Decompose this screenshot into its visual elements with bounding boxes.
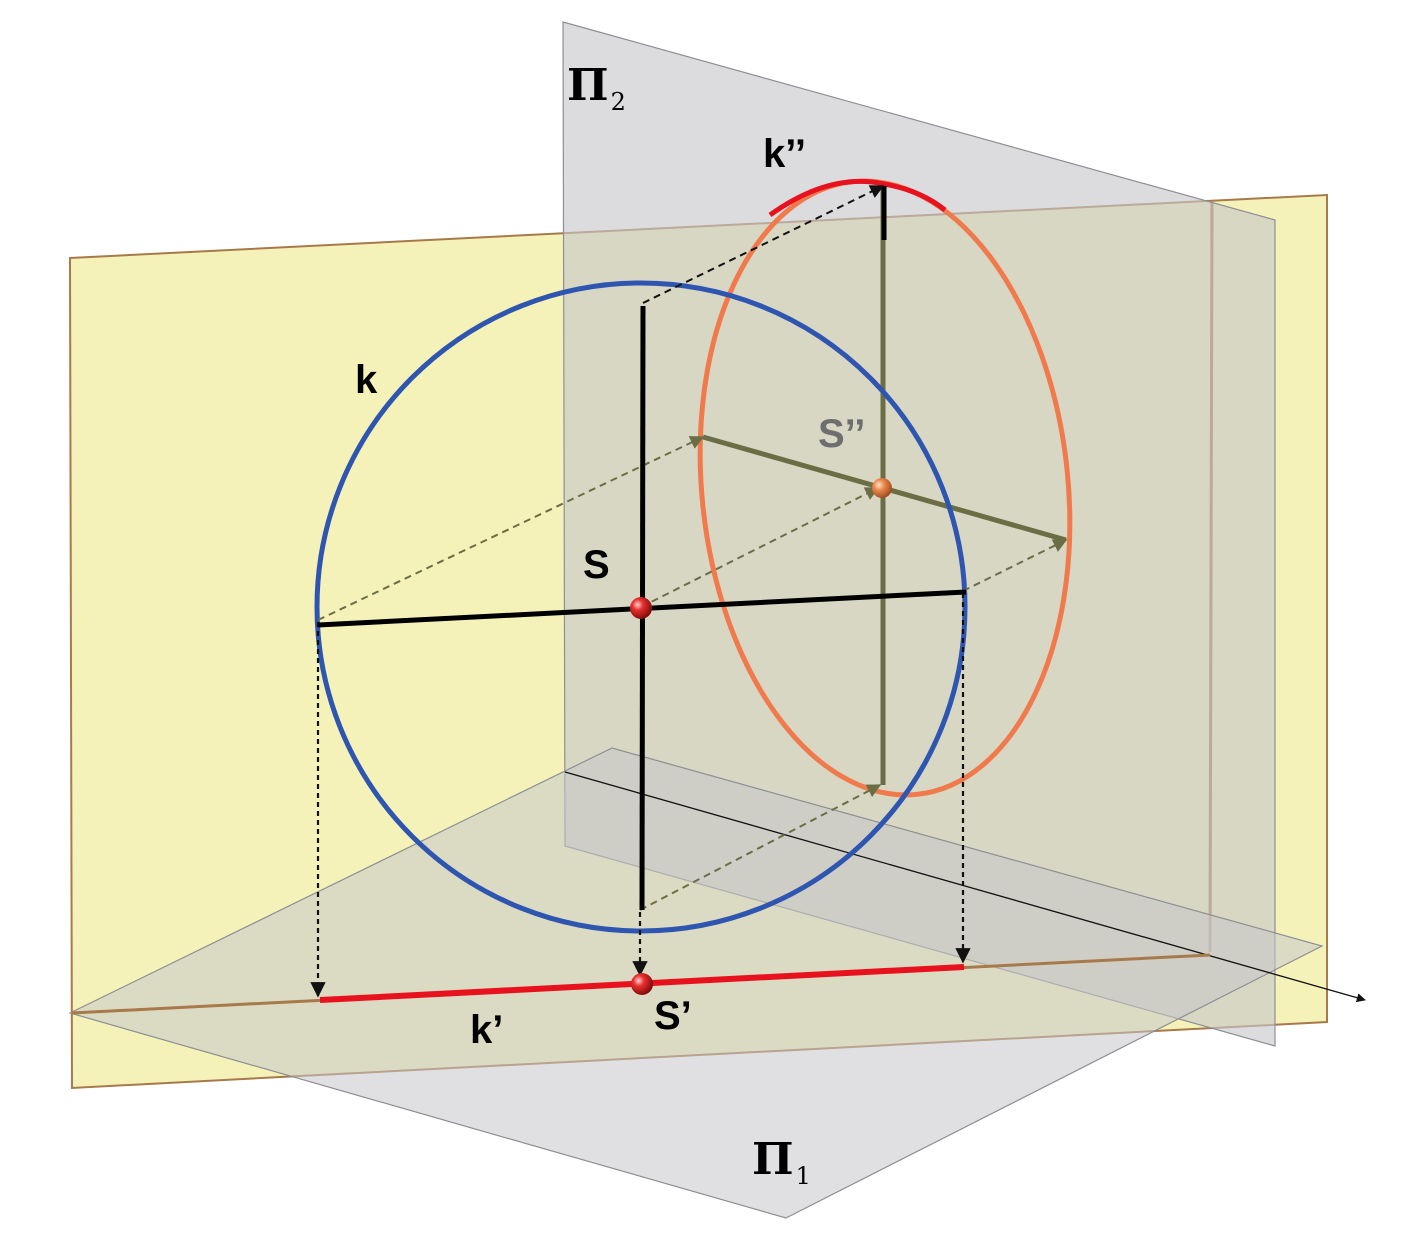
label-pi2: Π2 bbox=[567, 60, 626, 116]
projection-rays-to-pi1 bbox=[310, 593, 971, 998]
point-S bbox=[630, 597, 652, 619]
label-k-prime: k’ bbox=[470, 1008, 504, 1052]
ellipse-top-arc bbox=[768, 178, 947, 218]
label-k-double-prime: k’’ bbox=[763, 132, 806, 176]
label-pi1: Π1 bbox=[752, 1134, 811, 1190]
point-S-front-projection bbox=[872, 478, 892, 498]
label-S-prime: S’ bbox=[654, 994, 692, 1038]
projection-rays-to-pi2 bbox=[317, 185, 1068, 911]
label-S-double-prime: S’’ bbox=[818, 412, 866, 456]
projection-axis bbox=[564, 771, 1366, 1003]
point-S-top-projection bbox=[631, 973, 653, 995]
label-k: k bbox=[355, 358, 378, 402]
label-S: S bbox=[583, 543, 610, 587]
